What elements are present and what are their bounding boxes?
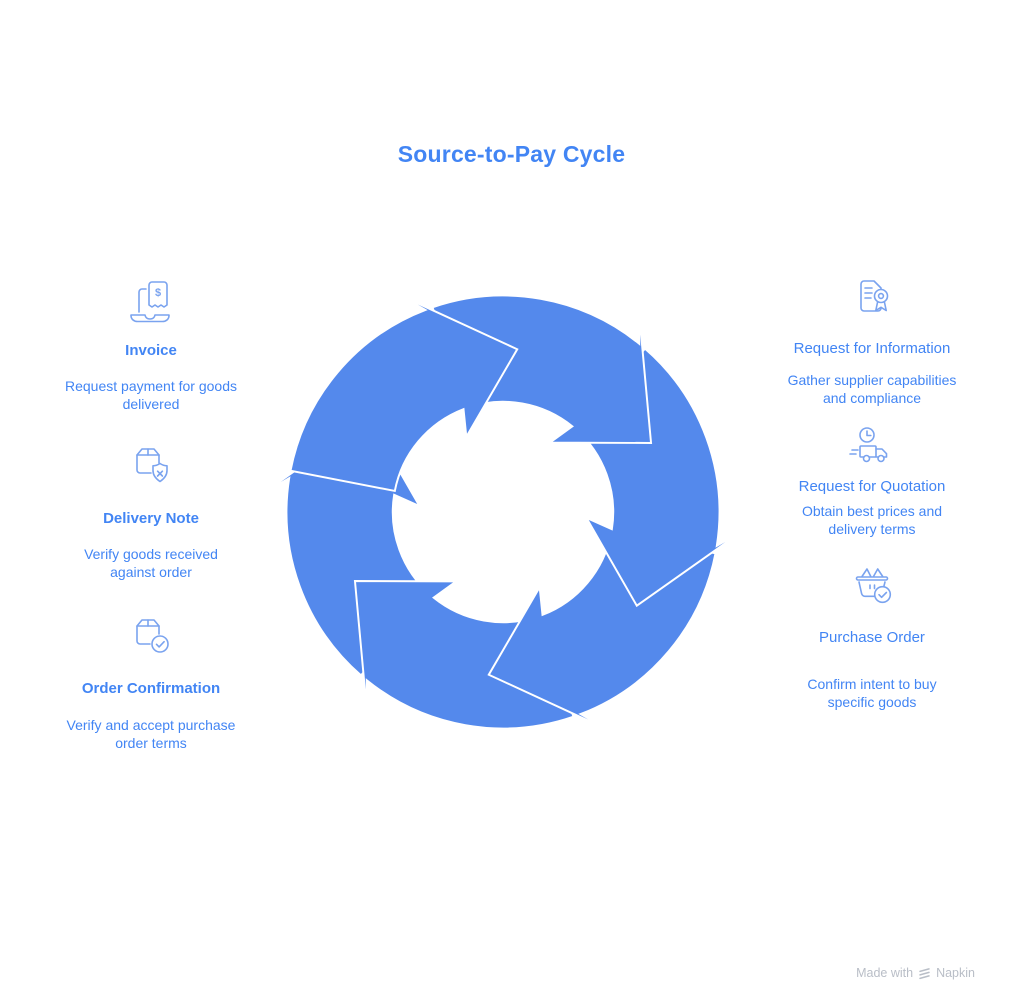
cycle-arrows-svg — [213, 243, 793, 781]
step-purchase-order: Purchase Order Confirm intent to buy spe… — [752, 561, 992, 711]
step-label: Request for Information — [793, 340, 951, 357]
napkin-logo-icon — [919, 967, 930, 979]
step-description: Request payment for goods delivered — [65, 378, 237, 412]
step-description: Obtain best prices and delivery terms — [801, 503, 943, 537]
shopping-basket-check-icon — [848, 561, 896, 609]
step-description: Confirm intent to buy specific goods — [807, 676, 937, 710]
invoice-laptop-icon: $ — [127, 276, 175, 324]
step-label: Delivery Note — [103, 510, 199, 527]
step-label: Order Confirmation — [81, 680, 221, 697]
svg-text:$: $ — [155, 287, 161, 299]
step-label: Request for Quotation — [798, 478, 946, 495]
step-label: Invoice — [125, 342, 177, 359]
step-invoice: $ Invoice Request payment for goods deli… — [31, 276, 271, 413]
document-award-icon — [848, 275, 896, 323]
package-shield-x-icon — [127, 441, 175, 489]
watermark-text: Made with — [856, 966, 914, 980]
step-delivery-note: Delivery Note Verify goods received agai… — [31, 441, 271, 581]
step-description: Verify and accept purchase order terms — [66, 717, 236, 751]
delivery-truck-clock-icon — [848, 422, 896, 470]
step-description: Gather supplier capabilities and complia… — [787, 372, 957, 406]
cycle-arrows-graphic — [213, 243, 793, 781]
watermark-brand: Napkin — [936, 966, 975, 980]
step-request-for-quotation: Request for Quotation Obtain best prices… — [752, 422, 992, 538]
step-label: Purchase Order — [819, 629, 925, 646]
page-title: Source-to-Pay Cycle — [397, 141, 626, 167]
package-check-icon — [127, 612, 175, 660]
step-description: Verify goods received against order — [84, 546, 218, 580]
step-order-confirmation: Order Confirmation Verify and accept pur… — [31, 612, 271, 752]
step-request-for-information: Request for Information Gather supplier … — [752, 275, 992, 407]
made-with-napkin-link[interactable]: Made with Napkin — [856, 966, 975, 980]
